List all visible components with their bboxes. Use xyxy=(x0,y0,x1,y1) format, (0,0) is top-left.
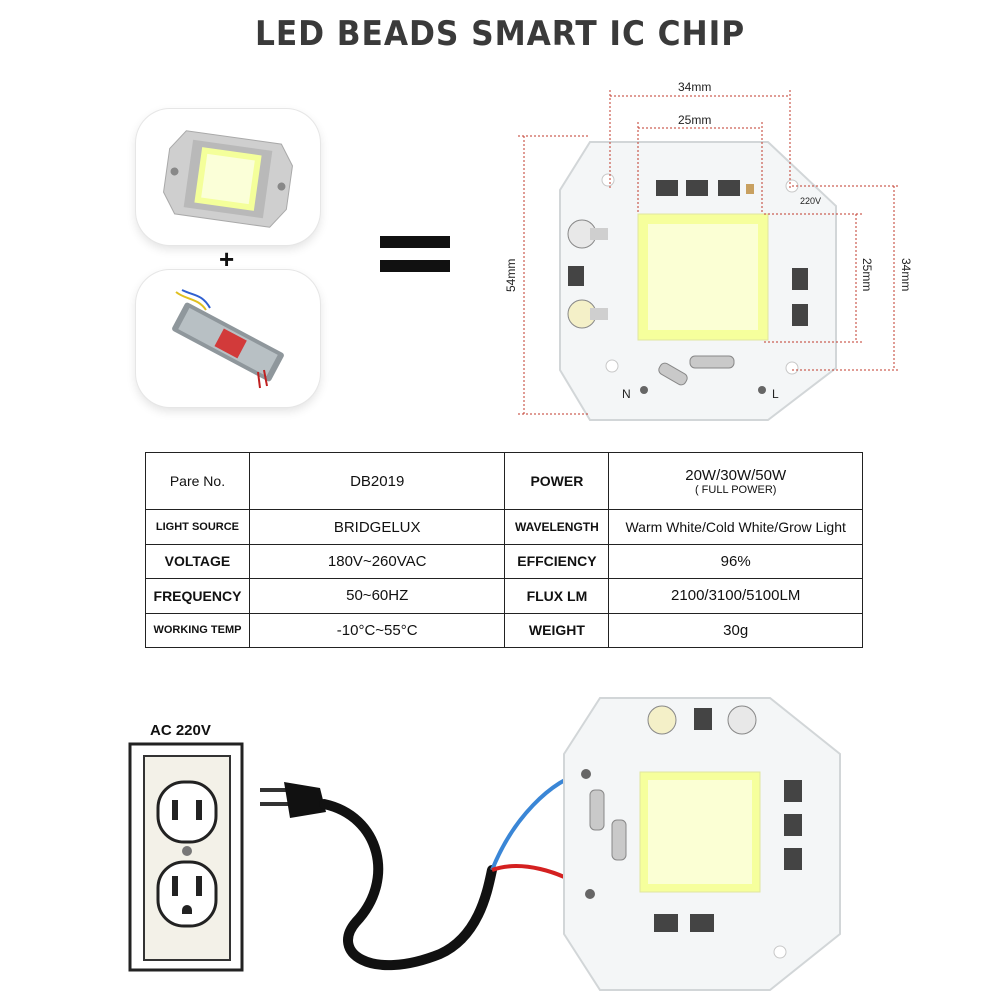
cob-led-image xyxy=(163,130,293,228)
spec-value: 50~60HZ xyxy=(248,578,506,614)
ac-supply-label: AC 220V xyxy=(150,722,211,739)
driver-card xyxy=(136,270,320,407)
chip-voltage-label: 220V xyxy=(800,196,821,206)
spec-value: -10°C~55°C xyxy=(248,612,506,649)
table-row: VOLTAGE 180V~260VAC EFFCIENCY 96% xyxy=(145,543,863,580)
spec-value: 96% xyxy=(608,543,863,580)
table-row: FREQUENCY 50~60HZ FLUX LM 2100/3100/5100… xyxy=(145,578,863,614)
spec-key: LIGHT SOURCE xyxy=(145,509,250,545)
table-row: Pare No. DB2019 POWER 20W/30W/50W( FULL … xyxy=(145,451,863,511)
spec-value: 2100/3100/5100LM xyxy=(608,578,863,614)
page-title: LED BEADS SMART IC CHIP xyxy=(254,14,746,54)
table-row: WORKING TEMP -10°C~55°C WEIGHT 30g xyxy=(145,612,863,649)
spec-key: Pare No. xyxy=(145,451,250,511)
dim-inner-height: 25mm xyxy=(860,258,874,291)
spec-value: 30g xyxy=(608,612,863,649)
dim-outer-height: 34mm xyxy=(899,258,913,291)
spec-key: FLUX LM xyxy=(504,578,610,614)
spec-key: WORKING TEMP xyxy=(145,612,250,649)
spec-table: Pare No. DB2019 POWER 20W/30W/50W( FULL … xyxy=(145,451,863,649)
chip-l-label: L xyxy=(772,387,779,401)
plus-sign: + xyxy=(219,244,235,274)
wiring-diagram xyxy=(128,697,841,991)
spec-value-main: 20W/30W/50W xyxy=(685,466,787,484)
cob-led-card xyxy=(136,109,320,245)
spec-value: 180V~260VAC xyxy=(248,543,506,580)
spec-value-sub: ( FULL POWER) xyxy=(694,483,777,496)
spec-value: 20W/30W/50W( FULL POWER) xyxy=(608,451,863,511)
spec-key: VOLTAGE xyxy=(145,543,250,580)
dim-outer-width: 34mm xyxy=(678,80,711,94)
dim-height: 54mm xyxy=(504,259,518,292)
spec-value: DB2019 xyxy=(248,451,506,511)
spec-key: EFFCIENCY xyxy=(504,543,610,580)
power-plug xyxy=(260,782,326,818)
dim-inner-width: 25mm xyxy=(678,113,711,127)
table-row: LIGHT SOURCE BRIDGELUX WAVELENGTH Warm W… xyxy=(145,509,863,545)
spec-value: Warm White/Cold White/Grow Light xyxy=(608,509,863,545)
led-driver-image xyxy=(172,289,284,389)
chip-n-label: N xyxy=(622,387,631,401)
spec-key: POWER xyxy=(504,451,610,511)
spec-key: FREQUENCY xyxy=(145,578,250,614)
spec-value: BRIDGELUX xyxy=(248,509,506,545)
chip-dimension-diagram: N L 220V 34mm 25mm 54mm 25mm 34mm xyxy=(504,80,913,421)
spec-key: WEIGHT xyxy=(504,612,610,649)
wall-outlet xyxy=(128,742,244,972)
equals-sign xyxy=(380,236,450,272)
wired-chip xyxy=(563,697,841,991)
spec-key: WAVELENGTH xyxy=(504,509,610,545)
